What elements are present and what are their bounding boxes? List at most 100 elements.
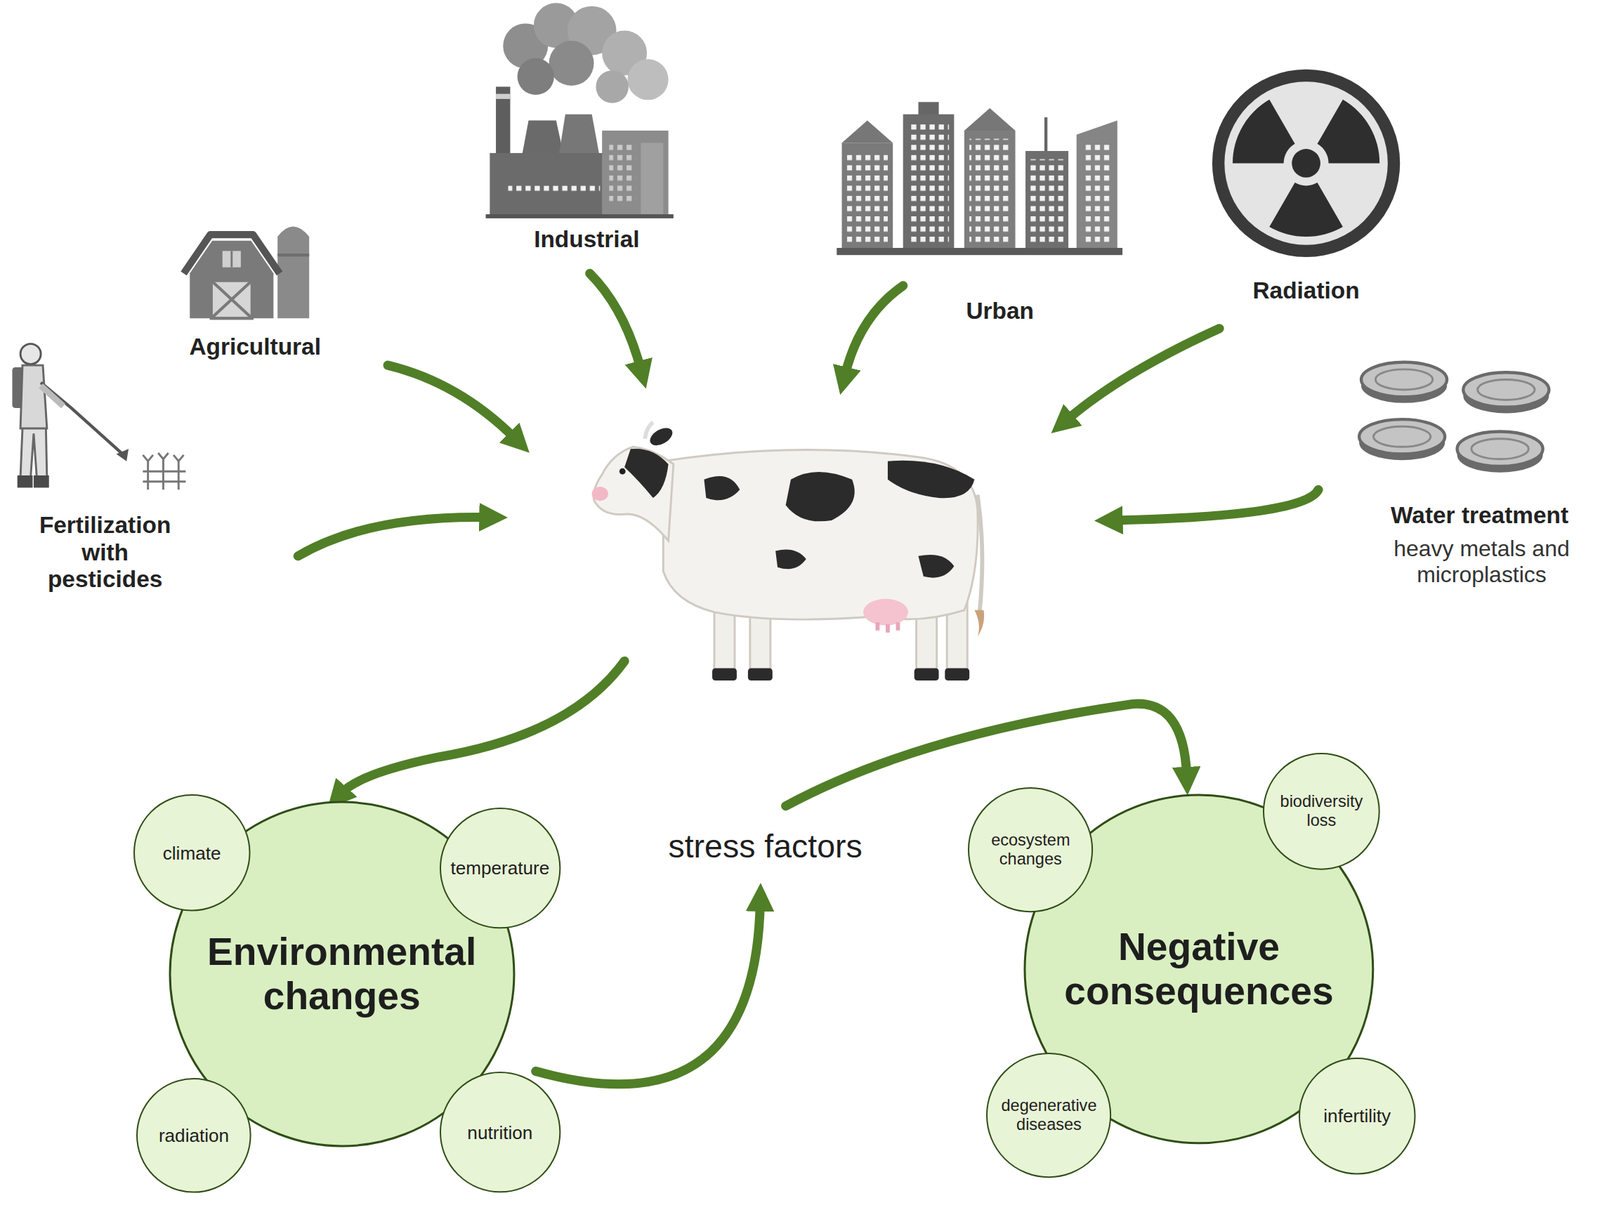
circle-shape bbox=[1263, 753, 1380, 870]
water-tanks-icon-part bbox=[1457, 431, 1544, 467]
water-tanks-icon-part bbox=[1477, 379, 1535, 400]
barn-icon-part bbox=[211, 280, 253, 319]
factor-circle: ecosystem changes bbox=[967, 786, 1094, 914]
radiation-symbol-part bbox=[1317, 99, 1381, 164]
circle-title: Environmental changes bbox=[192, 929, 491, 1020]
cow-illustration-part bbox=[918, 554, 955, 579]
water-tanks-icon-part bbox=[1471, 438, 1529, 460]
factory-icon-part bbox=[489, 153, 612, 217]
flow-arrows-part bbox=[1066, 328, 1220, 421]
circle-label: climate bbox=[162, 842, 222, 864]
flow-label: stress factors bbox=[632, 828, 899, 866]
source-label: Urban bbox=[939, 297, 1062, 325]
factor-circle: biodiversity loss bbox=[1262, 752, 1381, 871]
city-icon-part bbox=[964, 130, 1016, 251]
barn-icon-part bbox=[211, 280, 253, 319]
factory-icon-part bbox=[601, 130, 668, 217]
circle-shape bbox=[986, 1053, 1111, 1178]
water-tanks-icon-part bbox=[1373, 426, 1431, 447]
factory-icon-part bbox=[522, 120, 564, 153]
city-icon-part bbox=[1076, 120, 1118, 251]
circle-label: infertility bbox=[1323, 1105, 1391, 1127]
cow-illustration-part bbox=[646, 424, 675, 449]
radiation-symbol-part bbox=[1269, 182, 1343, 237]
cow-illustration-part bbox=[644, 422, 654, 439]
factor-circle: radiation bbox=[135, 1077, 253, 1195]
city-icon-part bbox=[1081, 142, 1113, 245]
factor-circle: degenerative diseases bbox=[985, 1052, 1112, 1179]
radiation-symbol-part bbox=[1232, 99, 1296, 164]
circle-label: nutrition bbox=[467, 1122, 533, 1144]
water-tanks-icon-part bbox=[1359, 419, 1445, 454]
flow-arrows-part bbox=[297, 516, 488, 556]
cow-illustration-part bbox=[944, 668, 970, 681]
source-label: Water treatment bbox=[1377, 501, 1582, 529]
source-label: Fertilization with pesticides bbox=[33, 512, 177, 594]
cow-illustration-part bbox=[712, 668, 737, 681]
circle-shape bbox=[440, 1072, 560, 1192]
factory-icon bbox=[486, 2, 674, 219]
source-label: heavy metals and microplastics bbox=[1382, 536, 1582, 589]
flow-arrows-part bbox=[785, 703, 1188, 807]
farmer-icon-part bbox=[142, 453, 184, 462]
factory-icon-part bbox=[627, 58, 668, 100]
radiation-symbol bbox=[1212, 69, 1400, 258]
barn-icon-part bbox=[222, 250, 241, 267]
factory-icon-part bbox=[559, 114, 600, 154]
cow-illustration-part bbox=[748, 668, 773, 681]
cow-illustration-part bbox=[619, 468, 626, 475]
water-tanks-icon bbox=[1359, 362, 1549, 473]
factory-icon-part bbox=[495, 94, 510, 100]
flow-arrows-part bbox=[589, 273, 642, 370]
cow-illustration-part bbox=[887, 460, 975, 498]
circle-label: biodiversity loss bbox=[1270, 792, 1373, 831]
barn-icon-part bbox=[277, 226, 310, 319]
flow-arrows-part bbox=[340, 660, 625, 794]
barn-icon-part bbox=[230, 250, 233, 267]
radiation-symbol-part bbox=[1291, 148, 1321, 178]
farmer-icon-part bbox=[116, 448, 129, 461]
water-tanks-icon-part bbox=[1375, 369, 1433, 390]
radiation-symbol-part bbox=[1212, 69, 1400, 258]
city-icon-part bbox=[842, 120, 894, 143]
cow-illustration-part bbox=[863, 599, 909, 626]
factor-circle: infertility bbox=[1297, 1057, 1417, 1176]
city-icon-part bbox=[1029, 159, 1065, 246]
factor-circle: nutrition bbox=[438, 1071, 562, 1194]
circle-shape bbox=[134, 795, 251, 911]
circle-shape bbox=[136, 1078, 251, 1193]
factory-icon-part bbox=[595, 70, 628, 103]
factory-icon-part bbox=[608, 142, 636, 204]
flow-arrows-part bbox=[844, 285, 904, 376]
flow-arrows-part bbox=[387, 365, 516, 439]
circle-label: degenerative diseases bbox=[994, 1096, 1104, 1135]
cow-illustration-part bbox=[624, 448, 668, 498]
city-icon-part bbox=[964, 108, 1016, 131]
factory-icon-part bbox=[495, 86, 510, 159]
source-label: Radiation bbox=[1229, 277, 1383, 305]
factory-icon-part bbox=[640, 142, 664, 217]
cow-illustration-part bbox=[914, 668, 940, 681]
city-icon bbox=[836, 101, 1123, 255]
circle-shape bbox=[1299, 1058, 1416, 1175]
city-icon-part bbox=[908, 122, 949, 245]
radiation-symbol-part bbox=[1224, 81, 1388, 245]
circle-title: Negative consequences bbox=[1047, 925, 1350, 1015]
barn-icon-part bbox=[189, 240, 274, 319]
barn-icon-part bbox=[211, 280, 253, 319]
farmer-icon-part bbox=[40, 382, 123, 455]
farmer-icon-part bbox=[17, 475, 34, 488]
farmer-icon-part bbox=[40, 385, 64, 406]
farmer-icon-part bbox=[33, 475, 50, 488]
cow-illustration-part bbox=[785, 471, 855, 522]
city-icon-part bbox=[1044, 117, 1048, 152]
factory-icon-part bbox=[486, 214, 674, 219]
city-icon-part bbox=[842, 142, 894, 251]
farmer-icon-part bbox=[142, 459, 186, 491]
circle-label: ecosystem changes bbox=[976, 830, 1086, 869]
circle-label: temperature bbox=[450, 857, 550, 879]
barn-icon-part bbox=[277, 253, 310, 257]
farmer-icon-part bbox=[20, 428, 48, 478]
flow-arrows-part bbox=[1113, 489, 1319, 521]
